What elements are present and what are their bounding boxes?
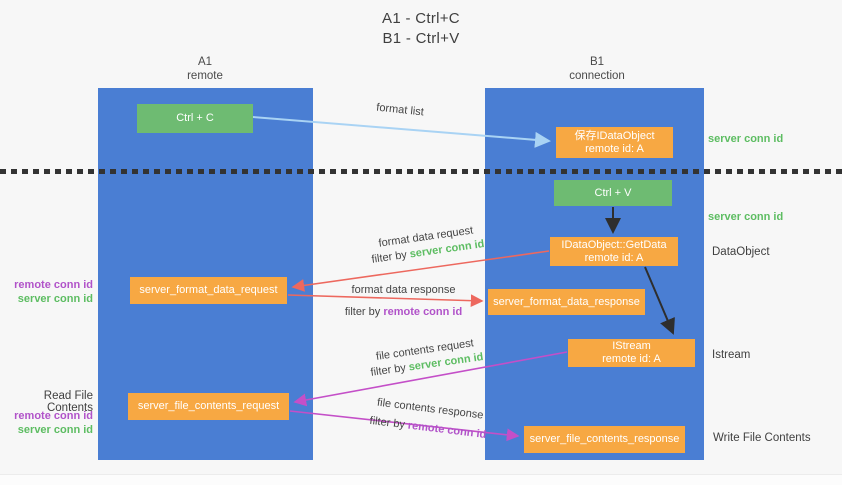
save-idataobject-line1: 保存IDataObject <box>574 129 655 142</box>
column-b1-role: connection <box>569 70 625 82</box>
filter-by-text: filter by <box>369 361 410 379</box>
ctrl-c-label: Ctrl + C <box>176 112 214 124</box>
save-idataobject-line2: remote id: A <box>585 142 644 155</box>
format-data-response-label: format data response filter by remote co… <box>337 283 470 320</box>
write-file-contents-label: Write File Contents <box>713 432 811 444</box>
format-data-response-text: format data response <box>351 284 456 296</box>
server-format-data-response-node: server_format_data_response <box>488 289 645 315</box>
remote-conn-id-label: remote conn id <box>14 410 93 422</box>
diagram-title: A1 - Ctrl+C B1 - Ctrl+V <box>321 9 521 49</box>
server-format-data-request-label: server_format_data_request <box>139 284 278 296</box>
istream-node: IStream remote id: A <box>568 339 695 367</box>
server-conn-id-label: server conn id <box>17 424 93 436</box>
server-format-data-response-label: server_format_data_response <box>493 295 640 308</box>
save-idataobject-node: 保存IDataObject remote id: A <box>556 127 673 158</box>
filter-by-text: filter by <box>370 248 411 266</box>
server-conn-id-top-label: server conn id <box>708 133 784 145</box>
remote-conn-id-label: remote conn id <box>14 279 93 291</box>
format-list-label: format list <box>375 101 425 119</box>
column-a1-role: remote <box>187 70 223 82</box>
session-divider-dotted-line <box>0 169 842 174</box>
column-b1-name: B1 <box>589 56 605 68</box>
column-a1-name: A1 <box>197 56 213 68</box>
column-header-a1: A1 remote <box>125 55 285 83</box>
format-data-response-filter: filter by remote conn id <box>337 305 470 320</box>
ctrl-c-node: Ctrl + C <box>137 104 253 133</box>
bottom-strip <box>0 474 842 485</box>
ctrl-v-node: Ctrl + V <box>554 180 672 206</box>
istream-side-label: Istream <box>712 349 751 361</box>
server-file-contents-response-label: server_file_contents_response <box>529 433 680 445</box>
server-file-contents-request-node: server_file_contents_request <box>128 393 289 420</box>
idataobject-getdata-node: IDataObject::GetData remote id: A <box>550 237 678 266</box>
remote-conn-id-text: remote conn id <box>383 306 463 318</box>
file-contents-response-label: file contents response filter by remote … <box>351 393 506 445</box>
server-conn-id-label: server conn id <box>17 293 93 305</box>
dataobject-side-label: DataObject <box>712 246 770 258</box>
getdata-line2: remote id: A <box>584 251 644 264</box>
file-request-conn-ids: remote conn id server conn id <box>0 409 93 437</box>
server-file-contents-response-node: server_file_contents_response <box>524 426 685 453</box>
filter-by-text: filter by <box>344 306 384 318</box>
istream-line2: remote id: A <box>602 353 661 365</box>
title-line-a1: A1 - Ctrl+C <box>382 10 460 27</box>
read-file-contents-label: Read File Contents <box>43 390 93 414</box>
file-contents-request-label: file contents request filter by server c… <box>351 333 502 383</box>
getdata-line1: IDataObject::GetData <box>561 238 667 251</box>
server-format-data-request-node: server_format_data_request <box>130 277 287 304</box>
ctrl-v-label: Ctrl + V <box>594 186 632 199</box>
server-conn-id-ctrlv-label: server conn id <box>708 211 784 223</box>
istream-line1: IStream <box>612 340 651 352</box>
format-data-request-label: format data request filter by server con… <box>351 220 504 271</box>
format-request-conn-ids: remote conn id server conn id <box>0 278 93 306</box>
server-file-contents-request-label: server_file_contents_request <box>137 400 280 412</box>
title-line-b1: B1 - Ctrl+V <box>382 30 460 47</box>
filter-by-text: filter by <box>368 414 409 432</box>
column-header-b1: B1 connection <box>517 55 677 83</box>
